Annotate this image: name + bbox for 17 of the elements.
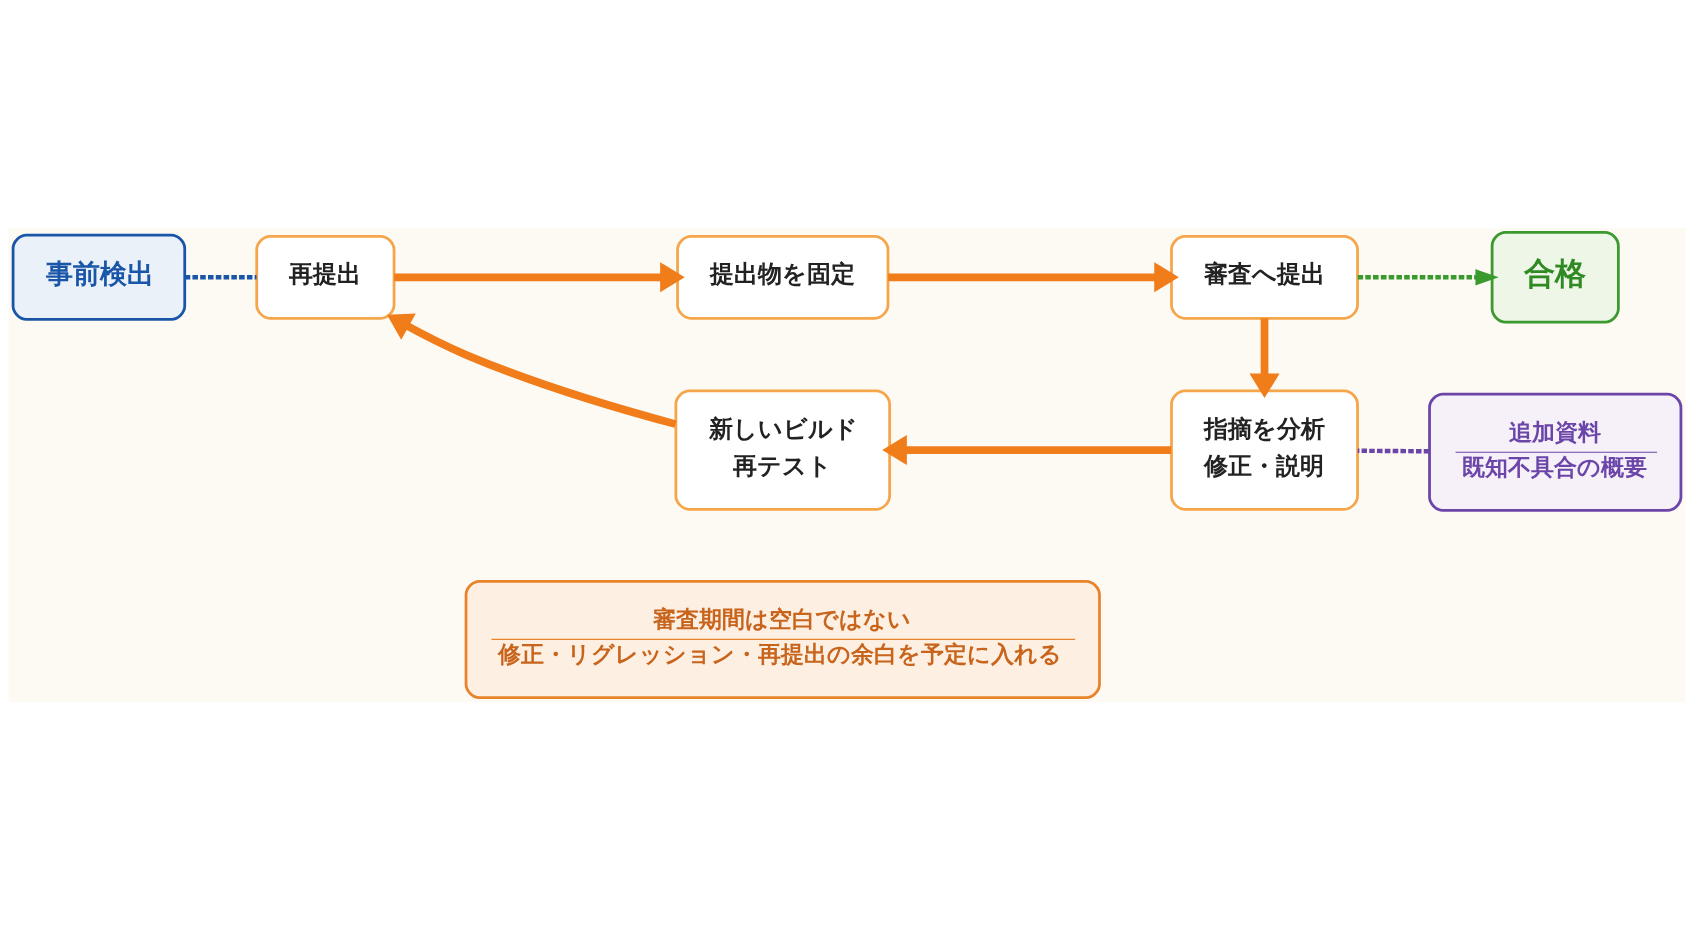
node-box: 追加資料 既知不具合の概要 [1428, 392, 1683, 512]
arrow [387, 313, 677, 428]
connector [184, 274, 257, 279]
arrow [1249, 317, 1280, 398]
arrow [394, 261, 685, 292]
node-box: 指摘を分析 修正・説明 [1170, 388, 1359, 511]
node-box: 審査へ提出 [1170, 234, 1359, 320]
node-box: 合格 [1490, 230, 1620, 324]
arrow [888, 261, 1179, 292]
connector [1357, 448, 1430, 453]
arrow [1357, 268, 1499, 285]
node-box: 新しいビルド 再テスト [674, 388, 892, 511]
node-box: 再提出 [255, 234, 396, 320]
node-box: 審査期間は空白ではない 修正・リグレッション・再提出の余白を予定に入れる [464, 579, 1101, 699]
node-box: 提出物を固定 [676, 234, 890, 320]
arrow [882, 434, 1172, 465]
node-box: 事前検出 [11, 233, 187, 321]
